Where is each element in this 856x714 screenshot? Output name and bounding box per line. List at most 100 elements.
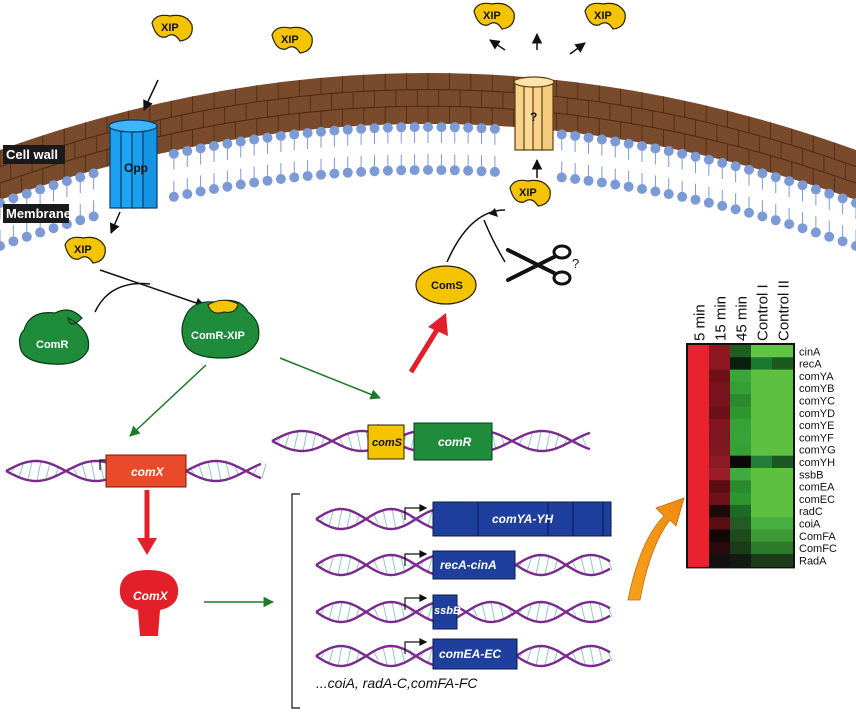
svg-text:XIP: XIP — [74, 244, 92, 256]
comx-protein: ComX — [119, 570, 179, 636]
svg-text:comX: comX — [131, 465, 165, 479]
heatmap-cell — [709, 357, 730, 371]
heatmap-column-label: Control I — [755, 284, 772, 341]
comr-protein: ComR — [18, 309, 90, 365]
heatmap-column-label: 15 min — [713, 296, 730, 341]
heatmap-cell — [751, 517, 772, 530]
processing-arrowhead — [489, 208, 498, 217]
heatmap-cell — [709, 492, 730, 506]
coms-gene: comS — [367, 424, 405, 460]
heatmap-cell — [688, 529, 709, 543]
svg-text:recA-cinA: recA-cinA — [440, 558, 497, 572]
heatmap-cell — [751, 455, 772, 469]
heatmap-cell — [772, 517, 793, 530]
heatmap-cell — [751, 418, 772, 432]
opp-transporter: Opp — [108, 119, 158, 209]
heatmap-cell — [751, 529, 772, 543]
heatmap-cell — [772, 345, 793, 358]
svg-text:XIP: XIP — [281, 34, 299, 46]
heatmap-cell — [751, 345, 772, 358]
heatmap-cell — [709, 394, 730, 407]
svg-text:comEA-EC: comEA-EC — [439, 647, 501, 661]
heatmap-cell — [730, 492, 751, 506]
gene-comea-ec: comEA-EC — [432, 638, 518, 670]
heatmap-cell — [709, 345, 730, 358]
heatmap-cell — [751, 369, 772, 383]
heatmap-cell — [772, 529, 793, 543]
binding-arrow — [99, 269, 206, 308]
heatmap-cell — [709, 455, 730, 469]
expression-heatmap: cinArecAcomYAcomYBcomYCcomYDcomYEcomYFco… — [686, 280, 837, 569]
heatmap-cell — [709, 431, 730, 444]
heatmap-cell — [751, 443, 772, 457]
heatmap-cell — [709, 529, 730, 543]
svg-text:comR: comR — [438, 435, 472, 449]
heatmap-cell — [772, 357, 793, 371]
heatmap-cell — [730, 418, 751, 432]
heatmap-cell — [730, 431, 751, 444]
heatmap-cell — [730, 541, 751, 555]
opp-release-arrow — [109, 211, 121, 234]
heatmap-row-label: comYH — [799, 457, 835, 469]
heatmap-cell — [751, 492, 772, 506]
comr-binding-curve — [94, 282, 151, 313]
heatmap-row-label: comYD — [799, 408, 835, 420]
heatmap-cell — [730, 517, 751, 530]
cell-envelope — [0, 73, 856, 251]
heatmap-row-label: ComFA — [799, 531, 836, 543]
heatmap-cell — [772, 541, 793, 555]
heatmap-cell — [730, 468, 751, 481]
heatmap-cell — [709, 381, 730, 395]
svg-text:ComR-XIP: ComR-XIP — [191, 330, 245, 342]
heatmap-row-label: ComFC — [799, 543, 837, 555]
arrow-to-coms-red — [408, 313, 448, 374]
heatmap-cell — [730, 357, 751, 371]
heatmap-cell — [772, 554, 793, 567]
heatmap-cell — [709, 468, 730, 481]
heatmap-cell — [709, 541, 730, 555]
heatmap-cell — [772, 480, 793, 494]
svg-text:comS: comS — [372, 437, 403, 449]
heatmap-cell — [688, 345, 709, 358]
heatmap-cell — [709, 369, 730, 383]
heatmap-column-label: 45 min — [734, 296, 751, 341]
heatmap-cell — [688, 443, 709, 457]
other-genes-text: ...coiA, radA-C,comFA-FC — [316, 675, 478, 691]
heatmap-cell — [730, 504, 751, 518]
heatmap-cell — [688, 455, 709, 469]
heatmap-cell — [688, 431, 709, 444]
heatmap-cell — [772, 406, 793, 420]
heatmap-cell — [772, 394, 793, 407]
heatmap-cell — [688, 381, 709, 395]
comx-gene: comX — [105, 454, 187, 488]
heatmap-cell — [688, 504, 709, 518]
heatmap-row-label: ssbB — [799, 469, 823, 481]
gene-comya-yh: comYA-YH — [432, 501, 612, 537]
heatmap-cell — [772, 492, 793, 506]
heatmap-cell — [730, 345, 751, 358]
svg-text:ComX: ComX — [133, 589, 169, 603]
heatmap-cell — [751, 504, 772, 518]
heatmap-cell — [751, 480, 772, 494]
coms-protein: ComS — [415, 265, 477, 305]
heatmap-cell — [730, 480, 751, 494]
cell-wall-label: Cell wall — [3, 145, 65, 164]
heatmap-row-label: comEC — [799, 494, 835, 506]
gene-bracket — [291, 493, 300, 709]
heatmap-cell — [688, 541, 709, 555]
heatmap-cell — [751, 406, 772, 420]
heatmap-cell — [688, 369, 709, 383]
dna-strands — [5, 429, 613, 668]
membrane-label: Membrane — [3, 204, 71, 223]
heatmap-row-label: comYG — [799, 445, 836, 457]
svg-text:comYA-YH: comYA-YH — [492, 512, 553, 526]
svg-text:XIP: XIP — [483, 10, 501, 22]
heatmap-cell — [751, 468, 772, 481]
heatmap-cell — [772, 418, 793, 432]
heatmap-cell — [751, 554, 772, 567]
induction-arrow — [627, 497, 685, 601]
heatmap-cell — [730, 529, 751, 543]
scissors-question: ? — [572, 256, 579, 271]
heatmap-row-label: coiA — [799, 519, 821, 531]
